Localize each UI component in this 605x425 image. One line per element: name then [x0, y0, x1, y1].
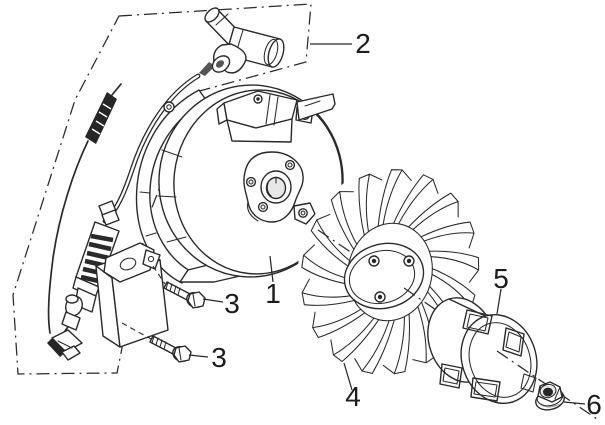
leader-3-upper: [202, 298, 224, 303]
bolt-head: [187, 291, 206, 309]
spark-plug-wire: [102, 62, 215, 224]
flange-nut: [535, 381, 565, 411]
bolt-head: [173, 345, 192, 363]
leader-3-lower: [188, 354, 209, 358]
axis-centerline: [317, 229, 443, 315]
cup-window: [439, 363, 463, 389]
callout-labels: 2 1 3 3 4 5 6: [211, 28, 602, 420]
wire-connector: [47, 329, 83, 361]
module-bracket: [296, 93, 336, 121]
flange-bolt-lower: [149, 335, 192, 363]
cup-window: [462, 309, 493, 335]
callout-5: 5: [493, 263, 509, 294]
callout-2: 2: [355, 28, 371, 59]
plate-screw: [374, 291, 386, 303]
cup-window: [520, 373, 537, 393]
leader-4: [343, 362, 353, 391]
cup-window: [502, 327, 525, 357]
bolt-alignment-dashes: [121, 265, 166, 340]
nut-bore: [543, 387, 553, 397]
cup-front-rim: [460, 314, 538, 404]
leader-5: [496, 288, 502, 315]
hub-flange: [243, 151, 304, 223]
spark-plug-cap: [204, 7, 285, 74]
rim-ear-right: [293, 202, 316, 225]
callout-3-upper: 3: [224, 288, 240, 319]
callout-1: 1: [265, 278, 281, 309]
callout-3-lower: 3: [211, 342, 227, 373]
flange-bolt-upper: [163, 281, 206, 309]
leader-1: [269, 255, 274, 283]
callout-4: 4: [345, 381, 361, 412]
coil-boss: [61, 294, 83, 331]
leader-6: [563, 401, 586, 405]
wire-terminal-tip: [199, 62, 215, 76]
kill-switch-wire: [47, 83, 122, 361]
plate-screw: [403, 255, 415, 267]
callout-6: 6: [586, 389, 602, 420]
cup-window: [470, 377, 501, 402]
starter-cup: [427, 297, 538, 404]
callout-leaders: [188, 43, 586, 405]
plate-screw: [368, 255, 380, 267]
fan-center-plate: [343, 242, 425, 310]
wire-sleeve: [85, 92, 117, 144]
ignition-pickup-module: [216, 90, 336, 143]
coil-bracket: [103, 242, 161, 283]
